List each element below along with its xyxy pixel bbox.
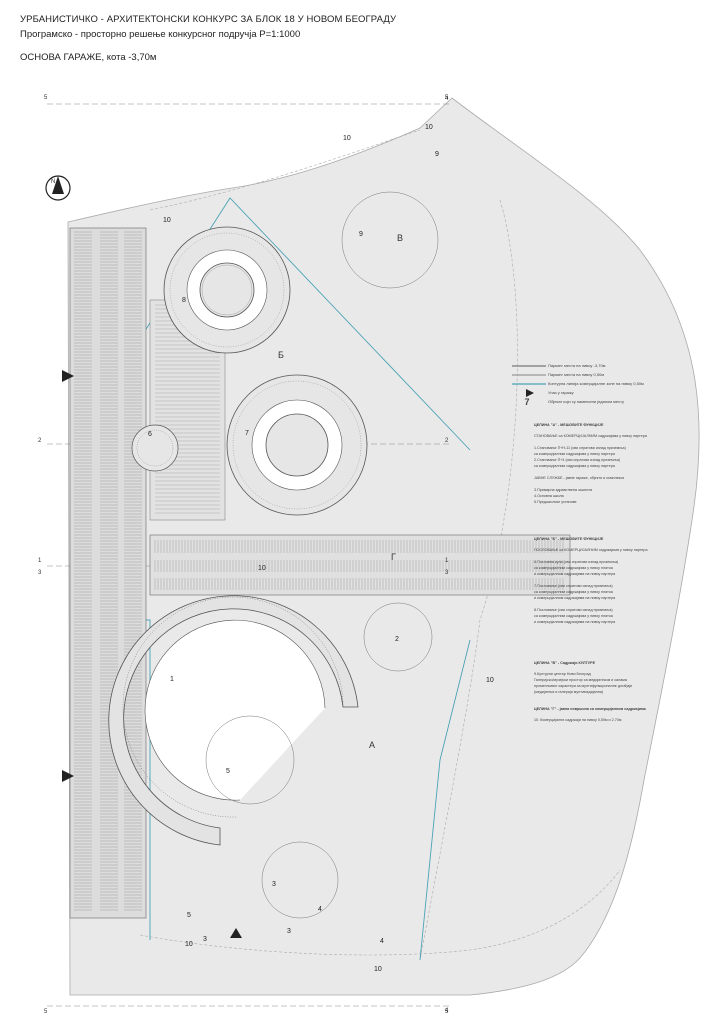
plot-9-label-b: 9: [435, 151, 439, 158]
plot-6-label: 6: [148, 431, 152, 438]
section-1-left: 1: [38, 558, 42, 564]
legend: Паркинг места на нивоу -3,70м Паркинг ме…: [512, 361, 712, 407]
notes-zone-a: ЦЕЛИНА "А" - МЕШОВИТЕ ФУНКЦИЈЕ СТАНОВАЊЕ…: [534, 423, 647, 504]
legend-item-level-minus: Паркинг места на нивоу -3,70м: [548, 363, 606, 368]
parking-band-south: [149, 534, 571, 596]
plot-10-label-d: 10: [258, 565, 266, 572]
notes-zone-v: ЦЕЛИНА "В" - Садржаји КУЛТУРЕ 9.Културни…: [534, 661, 633, 694]
plot-3-label: 3: [272, 881, 276, 888]
section-4-top: 4: [445, 96, 449, 102]
section-3-right: 3: [445, 570, 449, 576]
section-5-bottom-left: 5: [44, 1009, 48, 1015]
ring-building-6: [131, 424, 179, 472]
plot-10-label-e: 10: [486, 677, 494, 684]
section-2-left: 2: [38, 438, 42, 444]
plot-1-label: 1: [170, 676, 174, 683]
garage-entry-arrows: [62, 370, 242, 938]
parking-strip-west: [69, 227, 147, 919]
plot-5-label: 5: [226, 768, 230, 775]
legend-item-level-plus: Паркинг места на нивоу 0,50м: [548, 372, 605, 377]
legend-swatches: [512, 365, 546, 397]
plot-10-label-f: 10: [185, 941, 193, 948]
plot-circles: [205, 191, 439, 919]
plot-4-label: 4: [318, 906, 322, 913]
north-arrow: [45, 175, 71, 201]
plot-10-label-c: 10: [163, 217, 171, 224]
plot-10-label-g: 10: [374, 966, 382, 973]
plot-5-label-b: 5: [187, 912, 191, 919]
zone-g-label: Г: [391, 552, 396, 562]
zone-v-label: В: [397, 233, 403, 243]
legend-item-commercial-outline: Контурна линија комерцијалне зоне на нив…: [548, 381, 644, 386]
plot-3-label-b: 3: [287, 928, 291, 935]
section-4-bottom: 4: [445, 1008, 449, 1014]
plot-3-label-c: 3: [203, 936, 207, 943]
notes-zone-b: ЦЕЛИНА "Б" - МЕШОВИТЕ ФУНКЦИЈЕ ПОСЛОВАЊЕ…: [534, 537, 648, 624]
plan-title: ОСНОВА ГАРАЖЕ, кота -3,70м: [20, 52, 157, 63]
crescent-building-1: [108, 595, 359, 846]
section-5-top-right: 5: [445, 95, 449, 101]
zone-b-label: Б: [278, 350, 284, 360]
plot-7-label: 7: [245, 430, 249, 437]
plot-9-label: 9: [359, 231, 363, 238]
plot-10-label-b: 10: [425, 124, 433, 131]
plot-2-label: 2: [395, 636, 399, 643]
sheet-subtitle: Програмско - просторно решење конкурсног…: [20, 29, 301, 40]
section-2-right: 2: [445, 438, 449, 444]
section-1-right: 1: [445, 558, 449, 564]
plot-4-label-b: 4: [380, 938, 384, 945]
ring-building-7: [226, 374, 368, 516]
roads: [139, 129, 621, 961]
plot-8-label: 8: [182, 297, 186, 304]
notes-zone-g: ЦЕЛИНА "Г" - јавна површина са комерција…: [534, 707, 646, 722]
zone-a-label: А: [369, 740, 375, 750]
legend-item-garage-entry: Улаз у гаражу: [548, 390, 574, 395]
ring-building-8: [163, 226, 291, 354]
north-label: N: [51, 179, 55, 185]
section-5-bottom-right: 5: [445, 1009, 449, 1015]
sheet-title: УРБАНИСТИЧКО - АРХИТЕКТОНСКИ КОНКУРС ЗА …: [20, 14, 397, 25]
section-5-top-left: 5: [44, 95, 48, 101]
plot-10-label: 10: [343, 135, 351, 142]
section-3-left: 3: [38, 570, 42, 576]
